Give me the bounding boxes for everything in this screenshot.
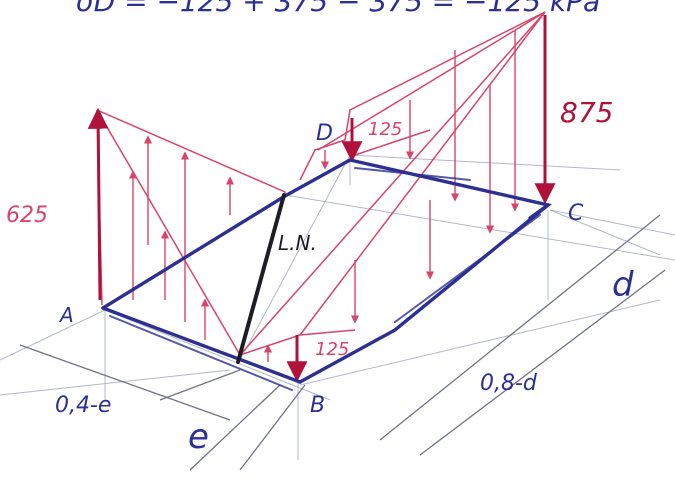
equation-text: σD = −125 + 375 − 375 = −125 kPa: [76, 0, 600, 18]
dimension-e: e: [188, 417, 209, 457]
corner-label-d: D: [316, 121, 333, 146]
neutral-axis-label: L.N.: [278, 231, 317, 255]
dimension-lines: [19, 214, 666, 471]
neutral-axis-line: [236, 193, 286, 364]
stress-arrows-right: [320, 30, 520, 324]
dimension-d: d: [612, 265, 634, 305]
stress-value-b: 125: [315, 339, 349, 360]
stress-value-c: 875: [560, 96, 613, 129]
corner-label-a: A: [58, 303, 74, 327]
dimension-left: 0,4-e: [55, 393, 111, 418]
stress-value-a: 625: [6, 203, 48, 228]
stress-arrows-left: [128, 135, 273, 362]
dimension-right: 0,8-d: [480, 371, 538, 396]
corner-label-b: B: [310, 393, 325, 418]
edge-ba: [101, 306, 302, 384]
stress-prism-outline: [96, 11, 546, 356]
arrow-a: [87, 107, 109, 301]
corner-stress-arrows: [87, 15, 556, 383]
stress-value-d: 125: [368, 119, 402, 140]
edge-dc: [348, 158, 553, 220]
corner-label-c: C: [568, 201, 584, 226]
